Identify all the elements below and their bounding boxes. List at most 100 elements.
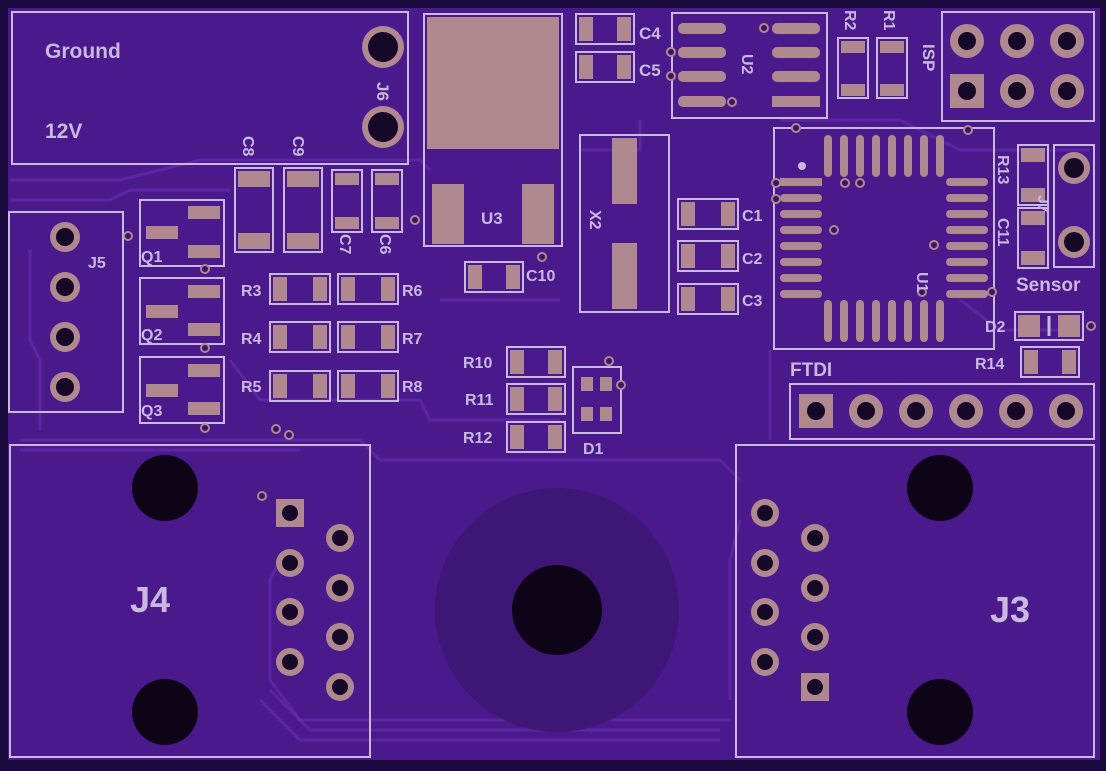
c6-label: C6	[376, 234, 393, 255]
c2-label: C2	[742, 251, 763, 268]
j6-pin-12v-hole	[368, 112, 398, 142]
r7-label: R7	[402, 331, 423, 348]
j4-mount-hole-bottom	[132, 679, 198, 745]
isp-label: ISP	[919, 44, 938, 71]
q2-transistor[interactable]	[139, 277, 225, 345]
u1-pads-top[interactable]	[824, 135, 944, 177]
j7-pins[interactable]	[1058, 152, 1090, 258]
c1-capacitor[interactable]	[677, 198, 739, 230]
r1-resistor[interactable]	[876, 37, 908, 99]
u2-pads[interactable]	[678, 23, 820, 107]
r4-label: R4	[241, 331, 262, 348]
u1-pads-bottom[interactable]	[824, 300, 944, 342]
c7-label: C7	[336, 234, 353, 255]
ftdi-header-outline	[789, 383, 1095, 440]
x2-outline	[579, 134, 670, 313]
c8-label: C8	[239, 136, 256, 157]
c9-capacitor[interactable]	[283, 167, 323, 253]
j7-outline	[1053, 144, 1095, 268]
r7-resistor[interactable]	[337, 321, 399, 353]
u3-label: U3	[481, 209, 503, 228]
j4-pins[interactable]	[276, 499, 354, 701]
r12-resistor[interactable]	[506, 421, 566, 453]
c8-capacitor[interactable]	[234, 167, 274, 253]
r12-label: R12	[463, 430, 492, 447]
j6-label: J6	[373, 82, 392, 101]
x2-label: X2	[586, 210, 603, 230]
u1-pads-left[interactable]	[780, 178, 822, 298]
r2-resistor[interactable]	[837, 37, 869, 99]
j3-outline	[735, 444, 1095, 758]
c10-capacitor[interactable]	[464, 261, 524, 293]
r11-resistor[interactable]	[506, 383, 566, 415]
r4-resistor[interactable]	[269, 321, 331, 353]
j7-label: J7	[1034, 195, 1051, 213]
isp-header-pins[interactable]	[950, 24, 1084, 108]
r2-label: R2	[841, 10, 858, 31]
u1-label: U1	[913, 272, 930, 293]
x2-pad-2[interactable]	[612, 243, 637, 309]
c4-label: C4	[639, 24, 661, 43]
center-mount-hole	[512, 565, 602, 655]
power-connector-outline	[11, 11, 409, 165]
r3-label: R3	[241, 283, 262, 300]
j4-outline	[9, 444, 371, 758]
j3-pins[interactable]	[751, 499, 829, 701]
j5-pins[interactable]	[50, 222, 80, 402]
r8-resistor[interactable]	[337, 370, 399, 402]
c3-capacitor[interactable]	[677, 283, 739, 315]
ftdi-label: FTDI	[790, 360, 832, 381]
x2-pad-1[interactable]	[612, 138, 637, 204]
q3-label: Q3	[141, 403, 162, 420]
r14-resistor[interactable]	[1020, 346, 1080, 378]
d2-label: D2	[985, 319, 1006, 336]
j3-mount-hole-bottom	[907, 679, 973, 745]
q1-transistor[interactable]	[139, 199, 225, 267]
j6-pin-ground-hole	[368, 32, 398, 62]
12v-label: 12V	[45, 120, 82, 143]
u3-pad-2[interactable]	[522, 184, 554, 244]
c11-capacitor[interactable]	[1017, 207, 1049, 269]
r5-resistor[interactable]	[269, 370, 331, 402]
r8-label: R8	[402, 379, 423, 396]
d2-diode[interactable]	[1014, 311, 1084, 341]
ground-label: Ground	[45, 40, 121, 63]
c10-label: C10	[526, 268, 555, 285]
u3-outline	[423, 13, 563, 247]
sensor-label: Sensor	[1016, 275, 1081, 296]
u1-pads-right[interactable]	[946, 178, 988, 298]
j3-label: J3	[990, 589, 1030, 630]
ftdi-header-pins[interactable]	[799, 394, 1083, 428]
u1-pin1-dot	[798, 162, 806, 170]
c7-capacitor[interactable]	[331, 169, 363, 233]
c4-capacitor[interactable]	[575, 13, 635, 45]
j5-label: J5	[88, 255, 106, 272]
q3-transistor[interactable]	[139, 356, 225, 424]
c11-label: C11	[994, 218, 1011, 247]
r5-label: R5	[241, 379, 262, 396]
d1-label: D1	[583, 441, 604, 458]
r3-resistor[interactable]	[269, 273, 331, 305]
d1-led[interactable]	[572, 366, 622, 434]
r11-label: R11	[465, 392, 494, 409]
c5-label: C5	[639, 61, 661, 80]
c2-capacitor[interactable]	[677, 240, 739, 272]
u2-label: U2	[738, 54, 755, 75]
r14-label: R14	[975, 356, 1004, 373]
u2-outline	[671, 12, 828, 119]
j3-mount-hole-top	[907, 455, 973, 521]
c3-label: C3	[742, 293, 763, 310]
j4-mount-hole-top	[132, 455, 198, 521]
c5-capacitor[interactable]	[575, 51, 635, 83]
r10-resistor[interactable]	[506, 346, 566, 378]
r13-resistor[interactable]	[1017, 144, 1049, 206]
u3-pad-1[interactable]	[432, 184, 464, 244]
c6-capacitor[interactable]	[371, 169, 403, 233]
r13-label: R13	[994, 155, 1011, 184]
u3-tab-pad[interactable]	[427, 17, 559, 149]
r6-resistor[interactable]	[337, 273, 399, 305]
q2-label: Q2	[141, 327, 162, 344]
r10-label: R10	[463, 355, 492, 372]
c9-label: C9	[289, 136, 306, 157]
